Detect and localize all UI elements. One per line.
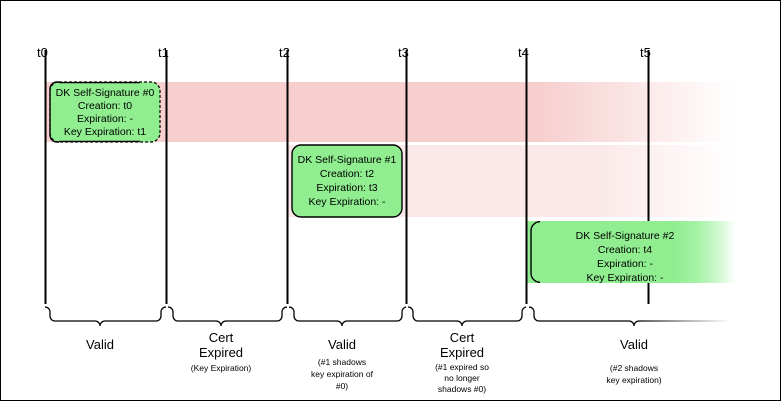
signature-box-2-title: DK Self-Signature #2 — [576, 230, 675, 242]
period-2-note-1: key expiration of — [311, 369, 374, 379]
signature-box-0-solid-left — [49, 81, 59, 143]
tick-label-t1: t1 — [158, 45, 169, 60]
signature-box-2-fill — [531, 221, 735, 283]
period-3-title-line2: Expired — [440, 345, 484, 360]
brace-t2-t3 — [288, 306, 407, 327]
period-4-title: Valid — [620, 337, 648, 352]
tick-label-t5: t5 — [640, 45, 651, 60]
tick-label-t0: t0 — [37, 45, 48, 60]
tick-label-t3: t3 — [398, 45, 409, 60]
tick-label-t2: t2 — [279, 45, 290, 60]
signature-box-1-title: DK Self-Signature #1 — [298, 154, 397, 166]
brace-t3-t4 — [407, 306, 527, 327]
period-3-note-1: no longer — [444, 373, 480, 383]
period-1-title-line1: Cert — [209, 330, 234, 345]
period-labels: Valid Cert Expired (Key Expiration) Vali… — [86, 330, 662, 394]
brace-t1-t2 — [167, 306, 288, 327]
period-3-title-line1: Cert — [450, 330, 475, 345]
brace-t0-t1 — [44, 306, 167, 327]
signature-box-0-creation: Creation: t0 — [78, 100, 132, 112]
period-4-note-1: key expiration) — [606, 375, 661, 385]
signature-box-2-creation: Creation: t4 — [598, 244, 652, 256]
signature-box-2-expiration: Expiration: - — [597, 258, 654, 270]
brace-t4-end — [528, 306, 730, 327]
signature-box-0[interactable]: DK Self-Signature #0 Creation: t0 Expira… — [49, 81, 161, 143]
tick-label-t4: t4 — [518, 45, 529, 60]
period-2-note-2: #0) — [336, 381, 348, 391]
signature-box-0-title: DK Self-Signature #0 — [56, 87, 155, 99]
signature-box-2[interactable]: DK Self-Signature #2 Creation: t4 Expira… — [530, 221, 735, 284]
signature-box-1[interactable]: DK Self-Signature #1 Creation: t2 Expira… — [291, 144, 403, 218]
period-0-title: Valid — [86, 337, 114, 352]
period-4-note-0: (#2 shadows — [610, 363, 658, 373]
signature-box-1-expiration: Expiration: t3 — [316, 182, 377, 194]
signature-box-1-key-expiration: Key Expiration: - — [308, 196, 386, 208]
period-1-note-0: (Key Expiration) — [191, 363, 252, 373]
period-3-note-2: shadows #0) — [438, 384, 486, 394]
period-braces — [44, 306, 730, 327]
period-2-title: Valid — [328, 337, 356, 352]
period-2-note-0: (#1 shadows — [318, 357, 366, 367]
signature-box-0-expiration: Expiration: - — [77, 113, 134, 125]
signature-box-2-left — [530, 221, 541, 283]
signature-box-0-key-expiration: Key Expiration: t1 — [64, 126, 146, 138]
signature-box-1-creation: Creation: t2 — [320, 168, 374, 180]
period-3-note-0: (#1 expired so — [435, 362, 489, 372]
signature-box-2-key-expiration: Key Expiration: - — [586, 272, 664, 284]
period-1-title-line2: Expired — [199, 345, 243, 360]
signature-box-1-frame — [291, 144, 403, 218]
